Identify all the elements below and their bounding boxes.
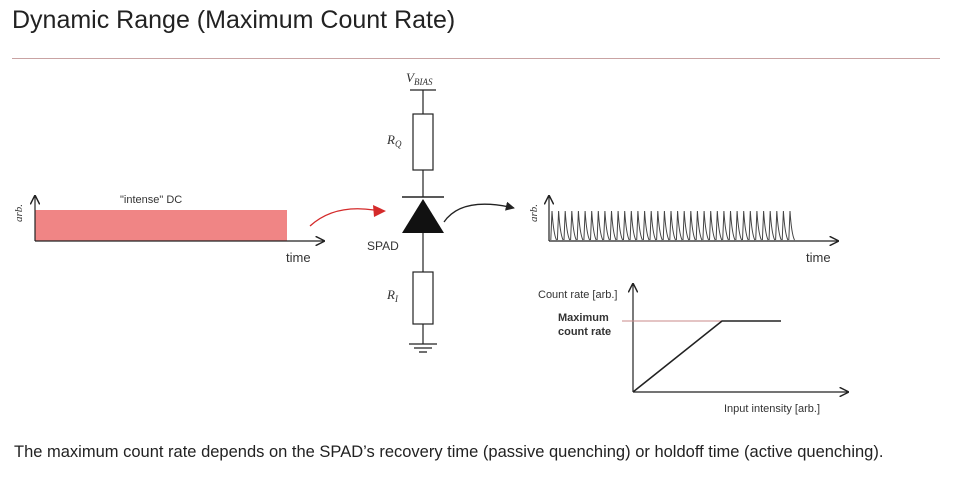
count-x-axis-label: Input intensity [arb.] <box>724 403 820 415</box>
title-divider <box>12 58 940 59</box>
input-arrow <box>309 205 386 227</box>
count-rate-curve <box>632 320 781 393</box>
quench-resistor <box>412 113 434 171</box>
spad-diagram: "intense" DC arb. time VBIAS RQ SPAD RI <box>13 70 960 415</box>
max-count-label-line2: count rate <box>558 326 611 338</box>
pulse-train <box>550 210 795 241</box>
load-resistor <box>412 271 434 325</box>
count-y-axis-label: Count rate [arb.] <box>538 289 618 301</box>
output-plot: arb. time <box>528 196 838 265</box>
caption-text: The maximum count rate depends on the SP… <box>14 443 884 461</box>
ground-icon <box>409 343 437 353</box>
slide-title: Dynamic Range (Maximum Count Rate) <box>12 6 456 34</box>
input-plot: "intense" DC arb. time <box>13 194 324 265</box>
spad-label: SPAD <box>367 239 399 253</box>
output-x-axis-label: time <box>806 250 831 265</box>
max-count-label-line1: Maximum <box>558 312 609 324</box>
count-rate-plot: Count rate [arb.] Maximum count rate Inp… <box>538 284 848 415</box>
input-y-axis-label: arb. <box>13 204 25 222</box>
output-y-axis-label: arb. <box>528 204 540 222</box>
output-arrow <box>443 201 515 223</box>
rq-label: RQ <box>386 132 402 149</box>
ri-label: RI <box>386 287 399 304</box>
spad-diode-icon <box>402 199 444 233</box>
vbias-label: VBIAS <box>406 70 433 87</box>
intense-dc-label: "intense" DC <box>120 194 182 206</box>
intense-dc-signal <box>35 210 287 241</box>
input-x-axis-label: time <box>286 250 311 265</box>
spad-circuit: VBIAS RQ SPAD RI <box>367 70 444 353</box>
